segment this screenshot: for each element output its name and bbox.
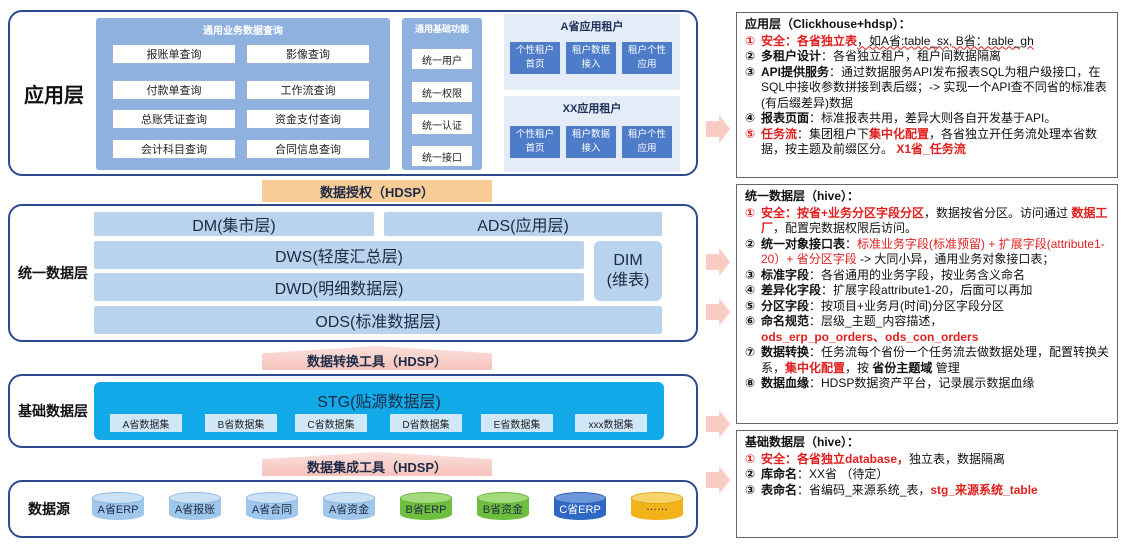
unified-data-layer-label: 统一数据层 [18,265,88,281]
basic-layer-notes: 基础数据层（hive）： ① 安全：各省独立database，独立表，数据隔离 … [736,430,1118,538]
dim-layer[interactable]: DIM (维表) [594,241,662,301]
basic-notes-title: 基础数据层（hive）： [745,435,860,449]
data-source-cylinder[interactable]: A省ERP [92,492,144,524]
dm-layer[interactable]: DM(集市层) [94,212,374,236]
query-item[interactable]: 总账凭证查询 [112,109,236,129]
data-source-label: B省资金 [482,504,524,516]
basic-note-item: ③ 表命名：省编码_来源系统_表，stg_来源系统_table [745,482,1038,497]
tenant-a-home[interactable]: 个性租户首页 [510,42,560,74]
arrow-right-icon [706,410,730,438]
data-source-cylinder[interactable]: B省ERP [400,492,452,524]
unified-note-item: ⑧ 数据血缘：HDSP数据资产平台，记录展示数据血缘 [745,376,1035,390]
data-source-cylinder[interactable]: C省ERP [554,492,606,524]
data-authorization-bar: 数据授权（HDSP） [262,180,492,202]
unified-layer-notes: 统一数据层（hive）： ① 安全：按省+业务分区字段分区，数据按省分区。访问通… [736,184,1118,424]
data-source-label: A省合同 [251,504,293,516]
tenant-a-panel: A省应用租户 个性租户首页 租户数据接入 租户个性应用 [504,14,680,90]
basic-data-layer-label: 基础数据层 [18,403,88,419]
stg-dataset[interactable]: E省数据集 [481,414,553,432]
dim-label: DIM [613,252,643,269]
stg-dataset[interactable]: D省数据集 [390,414,462,432]
app-note-item: ⑤ 任务流：集团租户下集中化配置，各省独立开任务流处理本省数据，按主题及前缀区分… [745,126,1098,157]
data-source-layer-label: 数据源 [28,501,70,517]
unified-note-item: ① 安全：按省+业务分区字段分区，数据按省分区。访问通过 数据工厂，配置完数据权… [745,205,1108,236]
stg-dataset[interactable]: xxx数据集 [575,414,647,432]
tenant-xx-panel: XX应用租户 个性租户首页 租户数据接入 租户个性应用 [504,96,680,172]
app-note-item: ① 安全：各省独立表，如A省:table_sx, B省：table_gh [745,33,1034,48]
query-item[interactable]: 合同信息查询 [246,139,370,159]
tenant-a-title: A省应用租户 [560,21,624,33]
query-panel: 通用业务数据查询 报账单查询 影像查询 付款单查询 工作流查询 总账凭证查询 资… [96,18,390,170]
data-source-label: A省ERP [97,504,139,516]
unified-data-layer: 统一数据层 DM(集市层) ADS(应用层) DWS(轻度汇总层) DWD(明细… [8,204,698,342]
data-source-cylinder[interactable]: A省合同 [246,492,298,524]
tenant-a-app[interactable]: 租户个性应用 [622,42,672,74]
app-note-item: ② 多租户设计：各省独立租户，租户间数据隔离 [745,49,1002,63]
query-item[interactable]: 资金支付查询 [246,109,370,129]
basic-function-item[interactable]: 统一认证 [411,113,473,135]
data-integration-tool-bar: 数据集成工具（HDSP） [262,452,492,476]
unified-note-item: ⑥ 命名规范：层级_主题_内容描述，ods_erp_po_orders、ods_… [745,314,979,344]
query-item[interactable]: 会计科目查询 [112,139,236,159]
unified-note-item: ④ 差异化字段：扩展字段attribute1-20，后面可以再加 [745,283,1033,297]
dim-sublabel: (维表) [606,272,650,289]
data-source-layer: 数据源 A省ERP A省报账 A省合同 A省资金 B省ERP B省资金 C省ER… [8,480,698,538]
dwd-layer[interactable]: DWD(明细数据层) [94,273,584,301]
stg-dataset[interactable]: B省数据集 [205,414,277,432]
query-item[interactable]: 工作流查询 [246,80,370,100]
basic-note-item: ② 库命名：XX省 （待定） [745,467,889,481]
app-note-item: ④ 报表页面：标准报表共用，差异大则各自开发基于API。 [745,111,1057,125]
data-transform-tool-bar: 数据转换工具（HDSP） [262,346,492,370]
basic-function-title: 通用基础功能 [414,24,469,34]
app-notes-title: 应用层（Clickhouse+hdsp）： [745,17,911,31]
unified-notes-title: 统一数据层（hive）： [745,189,860,203]
basic-function-item[interactable]: 统一权限 [411,81,473,103]
data-source-cylinder[interactable]: A省资金 [323,492,375,524]
basic-function-item[interactable]: 统一用户 [411,48,473,70]
unified-note-item: ⑤ 分区字段：按项目+业务月(时间)分区字段分区 [745,298,1005,313]
application-layer-label: 应用层 [24,84,84,107]
basic-data-layer: 基础数据层 STG(贴源数据层) A省数据集 B省数据集 C省数据集 D省数据集… [8,374,698,448]
stg-label: STG(贴源数据层) [317,394,441,411]
dws-layer[interactable]: DWS(轻度汇总层) [94,241,584,269]
stg-layer[interactable]: STG(贴源数据层) A省数据集 B省数据集 C省数据集 D省数据集 E省数据集… [94,382,664,440]
ods-layer[interactable]: ODS(标准数据层) [94,306,662,334]
tenant-xx-title: XX应用租户 [562,103,622,115]
basic-function-panel: 通用基础功能 统一用户 统一权限 统一认证 统一接口 [402,18,482,170]
query-item[interactable]: 付款单查询 [112,80,236,100]
data-source-cylinder[interactable]: A省报账 [169,492,221,524]
arrow-right-icon [706,115,730,143]
unified-note-item: ⑦ 数据转换：任务流每个省份一个任务流去做数据处理，配置转换关系，集中化配置，按… [745,345,1110,375]
basic-function-item[interactable]: 统一接口 [411,145,473,167]
tenant-a-data-access[interactable]: 租户数据接入 [566,42,616,74]
data-source-cylinder[interactable]: …… [631,492,683,524]
data-source-label: A省资金 [328,504,370,516]
data-source-label: C省ERP [559,504,601,516]
tenant-xx-home[interactable]: 个性租户首页 [510,126,560,158]
unified-note-item: ③ 标准字段：各省通用的业务字段，按业务含义命名 [745,267,1026,282]
data-source-label: …… [646,501,668,513]
query-panel-title: 通用业务数据查询 [203,26,283,37]
query-item[interactable]: 影像查询 [246,44,370,64]
arrow-right-icon [706,248,730,276]
tenant-xx-app[interactable]: 租户个性应用 [622,126,672,158]
application-layer: 应用层 通用业务数据查询 报账单查询 影像查询 付款单查询 工作流查询 总账凭证… [8,10,698,176]
data-source-label: A省报账 [174,504,216,516]
basic-note-item: ① 安全：各省独立database，独立表，数据隔离 [745,451,1006,466]
arrow-right-icon [706,466,730,494]
ads-layer[interactable]: ADS(应用层) [384,212,662,236]
app-note-item: ③ API提供服务：通过数据服务API发布报表SQL为租户级接口，在SQL中接收… [745,64,1107,110]
unified-note-item: ② 统一对象接口表：标准业务字段(标准预留) + 扩展字段(attribute1… [745,236,1105,267]
stg-dataset[interactable]: A省数据集 [110,414,182,432]
query-item[interactable]: 报账单查询 [112,44,236,64]
tenant-xx-data-access[interactable]: 租户数据接入 [566,126,616,158]
arrow-right-icon [706,298,730,326]
data-source-cylinder[interactable]: B省资金 [477,492,529,524]
app-layer-notes: 应用层（Clickhouse+hdsp）： ① 安全：各省独立表，如A省:tab… [736,12,1118,178]
stg-dataset[interactable]: C省数据集 [295,414,367,432]
data-source-label: B省ERP [405,504,447,516]
